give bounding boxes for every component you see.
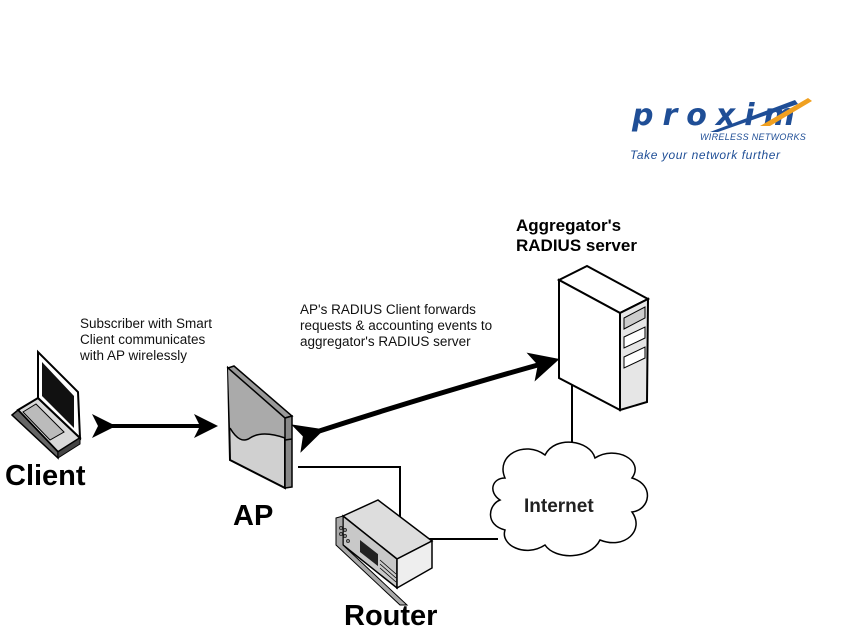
internet-label: Internet bbox=[524, 496, 594, 518]
radius-server-label-line2: RADIUS server bbox=[516, 236, 637, 256]
annotation-ap-radius: AP's RADIUS Client forwards requests & a… bbox=[300, 302, 492, 350]
radius-server-label: Aggregator's RADIUS server bbox=[516, 216, 637, 256]
router-icon bbox=[336, 500, 432, 605]
annotation-line: Subscriber with Smart bbox=[80, 316, 212, 332]
client-label: Client bbox=[5, 460, 86, 493]
annotation-line: aggregator's RADIUS server bbox=[300, 334, 492, 350]
arrow-ap-radius bbox=[310, 363, 545, 434]
annotation-line: requests & accounting events to bbox=[300, 318, 492, 334]
annotation-line: Client communicates bbox=[80, 332, 212, 348]
router-label: Router bbox=[344, 600, 437, 633]
access-point-icon bbox=[228, 366, 292, 488]
annotation-line: with AP wirelessly bbox=[80, 348, 212, 364]
annotation-client-ap: Subscriber with Smart Client communicate… bbox=[80, 316, 212, 364]
annotation-line: AP's RADIUS Client forwards bbox=[300, 302, 492, 318]
radius-server-label-line1: Aggregator's bbox=[516, 216, 637, 236]
ap-label: AP bbox=[233, 500, 273, 533]
laptop-icon bbox=[12, 352, 80, 458]
